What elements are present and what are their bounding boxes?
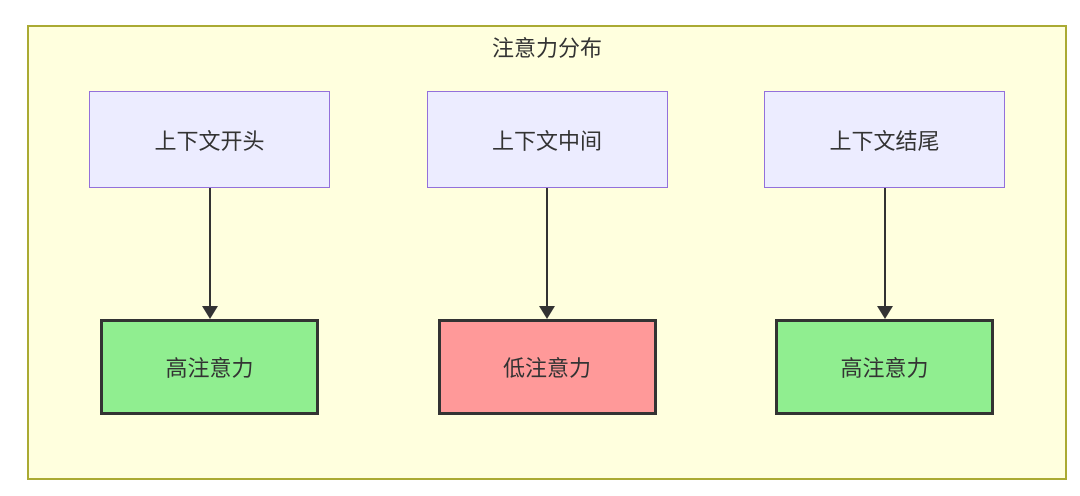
arrow-line [208,188,211,307]
arrowhead-icon [539,306,555,319]
flow-column-context-beginning: 上下文开头 高注意力 [89,91,330,415]
arrow-line [546,188,548,307]
node-context-end: 上下文结尾 [764,91,1005,188]
flow-column-context-middle: 上下文中间 低注意力 [426,91,668,415]
attention-distribution-subgraph: 注意力分布 上下文开头 高注意力 上下文中间 低注意力 上下文结尾 [27,25,1067,480]
diagram-title: 注意力分布 [491,36,602,61]
flow-columns: 上下文开头 高注意力 上下文中间 低注意力 上下文结尾 高注意力 [29,91,1065,415]
down-arrow [201,188,218,319]
arrowhead-icon [876,306,893,319]
node-high-attention-1: 高注意力 [100,319,319,415]
arrow-line [883,188,886,307]
down-arrow [876,188,893,319]
down-arrow [539,188,555,319]
flow-column-context-end: 上下文结尾 高注意力 [764,91,1005,415]
node-high-attention-2: 高注意力 [775,319,994,415]
node-context-middle: 上下文中间 [426,91,668,188]
node-context-beginning: 上下文开头 [89,91,330,188]
arrowhead-icon [201,306,218,319]
node-low-attention: 低注意力 [437,319,657,415]
